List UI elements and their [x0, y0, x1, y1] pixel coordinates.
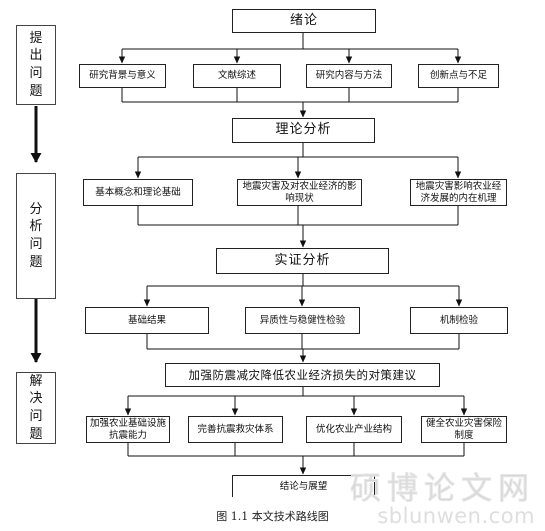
node-empirical-analysis: 实证分析	[216, 248, 389, 274]
node-heterogeneity-robustness: 异质性与稳健性检验	[245, 307, 360, 334]
node-baseline-results: 基础结果	[85, 307, 209, 334]
node-research-background: 研究背景与意义	[79, 64, 166, 88]
node-innovation-limitations: 创新点与不足	[418, 64, 499, 88]
node-introduction: 绪论	[232, 9, 376, 33]
node-policy-suggestions: 加强防震减灾降低农业经济损失的对策建议	[165, 363, 440, 387]
node-agri-insurance: 健全农业灾害保险制度	[421, 416, 507, 443]
stage-solve-problem: 解决问题	[16, 372, 56, 444]
node-optimize-industry-structure: 优化农业产业结构	[306, 416, 402, 443]
figure-caption: 图 1.1 本文技术路线图	[216, 510, 329, 523]
node-theoretical-analysis: 理论分析	[232, 118, 375, 143]
node-conclusion-outlook: 结论与展望	[232, 475, 375, 497]
stage-analyze-problem: 分析问题	[16, 173, 56, 299]
node-basic-concepts-theory: 基本概念和理论基础	[83, 179, 193, 206]
node-literature-review: 文献综述	[193, 64, 281, 88]
stage-raise-problem: 提出问题	[16, 25, 56, 105]
node-research-content-methods: 研究内容与方法	[306, 64, 392, 88]
node-disaster-relief-system: 完善抗震救灾体系	[188, 416, 283, 443]
node-earthquake-impact-status: 地震灾害及对农业经济的影响现状	[237, 179, 362, 206]
node-internal-mechanism: 地震灾害影响农业经济发展的内在机理	[410, 179, 507, 206]
node-agri-infrastructure: 加强农业基础设施抗震能力	[86, 416, 170, 443]
node-mechanism-test: 机制检验	[410, 307, 508, 334]
